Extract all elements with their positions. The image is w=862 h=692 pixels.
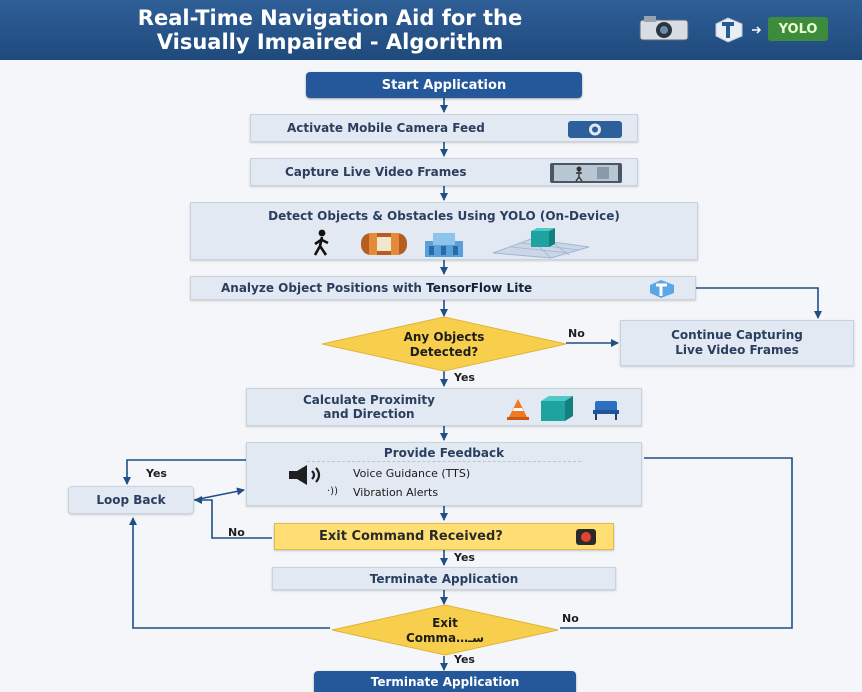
vibration-alerts-label: Vibration Alerts bbox=[353, 486, 439, 499]
exit-decision-line-1: Exit bbox=[432, 616, 458, 630]
exit-decision-label: Exit Comma…سـ bbox=[365, 616, 525, 646]
objects-decision-line-1: Any Objects bbox=[403, 330, 485, 344]
terminate-application-end: Terminate Application bbox=[314, 671, 576, 692]
objects-decision-label: Any Objects Detected? bbox=[344, 330, 544, 360]
analyze-prefix: Analyze Object Positions with bbox=[221, 281, 427, 295]
speaker-icon bbox=[289, 465, 321, 485]
detect-objects-step: Detect Objects & Obstacles Using YOLO (O… bbox=[190, 202, 698, 260]
pedestrian-icon bbox=[313, 229, 329, 256]
label-no-objects: No bbox=[568, 327, 585, 340]
start-application-button: Start Application bbox=[306, 72, 582, 98]
arrow-loop-to-feedback bbox=[193, 487, 245, 501]
proximity-line-1: Calculate Proximity bbox=[303, 393, 435, 407]
tensorflow-icon bbox=[650, 280, 674, 298]
stop-icon bbox=[576, 529, 596, 545]
building-icon bbox=[425, 233, 463, 257]
terminate-application-step: Terminate Application bbox=[272, 567, 616, 590]
feedback-step: Provide Feedback Voice Guidance (TTS) ·)… bbox=[246, 442, 642, 506]
page-title: Real-Time Navigation Aid for the Visuall… bbox=[30, 6, 630, 54]
continue-line-1: Continue Capturing bbox=[671, 328, 803, 342]
label-yes-loop: Yes bbox=[146, 467, 167, 480]
feedback-divider bbox=[307, 461, 581, 462]
capture-frames-label: Capture Live Video Frames bbox=[285, 165, 467, 179]
video-frame-icon bbox=[550, 163, 622, 183]
exit-command-label: Exit Command Received? bbox=[319, 529, 503, 544]
activate-camera-label: Activate Mobile Camera Feed bbox=[287, 121, 485, 135]
label-no-exit: No bbox=[228, 526, 245, 539]
chair-icon bbox=[593, 401, 619, 420]
label-no-exit-2: No bbox=[562, 612, 579, 625]
continue-capturing-step: Continue Capturing Live Video Frames bbox=[620, 320, 854, 366]
camera-icon bbox=[568, 121, 622, 138]
camera-icon bbox=[639, 16, 689, 41]
label-yes-final: Yes bbox=[454, 653, 475, 666]
exit-command-step: Exit Command Received? bbox=[274, 523, 614, 550]
traffic-cone-icon bbox=[507, 399, 529, 420]
vibration-icon: ·)) bbox=[327, 486, 338, 497]
title-line-1: Real-Time Navigation Aid for the bbox=[137, 6, 523, 30]
loop-back-step: Loop Back bbox=[68, 486, 194, 514]
arrow-feedback-to-loop bbox=[123, 459, 246, 485]
exit-decision-line-2: Comma…سـ bbox=[405, 631, 485, 645]
objects-decision-line-2: Detected? bbox=[409, 345, 479, 359]
exit-decision-diamond bbox=[331, 604, 559, 656]
detect-objects-label: Detect Objects & Obstacles Using YOLO (O… bbox=[268, 209, 620, 223]
arrow-analyze-to-continue bbox=[696, 287, 822, 319]
label-yes-exit: Yes bbox=[454, 551, 475, 564]
capture-frames-step: Capture Live Video Frames bbox=[250, 158, 638, 186]
proximity-line-2: and Direction bbox=[323, 407, 415, 421]
yolo-badge: YOLO bbox=[768, 17, 828, 41]
barrel-icon bbox=[361, 233, 407, 255]
proximity-step: Calculate Proximity and Direction bbox=[246, 388, 642, 426]
title-line-2: Visually Impaired - Algorithm bbox=[156, 30, 504, 54]
proximity-label: Calculate Proximity and Direction bbox=[303, 393, 435, 421]
analyze-positions-step: Analyze Object Positions with TensorFlow… bbox=[190, 276, 696, 300]
cube-icon bbox=[541, 396, 573, 421]
line-no-right-return bbox=[560, 457, 793, 629]
continue-line-2: Live Video Frames bbox=[675, 343, 799, 357]
analyze-tensorflow: TensorFlow Lite bbox=[426, 281, 533, 295]
objects-decision-diamond bbox=[321, 316, 567, 372]
tensorflow-icon bbox=[715, 17, 743, 43]
voice-guidance-label: Voice Guidance (TTS) bbox=[353, 467, 471, 480]
arrow-exit2-yes-to-loop bbox=[129, 517, 330, 629]
arrow-exit-no-to-loop bbox=[194, 496, 272, 539]
header-bar: Real-Time Navigation Aid for the Visuall… bbox=[0, 0, 862, 60]
feedback-title: Provide Feedback bbox=[383, 446, 505, 460]
arrow-icon bbox=[752, 26, 762, 34]
grid-cube-icon bbox=[492, 228, 590, 259]
activate-camera-step: Activate Mobile Camera Feed bbox=[250, 114, 638, 142]
label-yes-objects: Yes bbox=[454, 371, 475, 384]
